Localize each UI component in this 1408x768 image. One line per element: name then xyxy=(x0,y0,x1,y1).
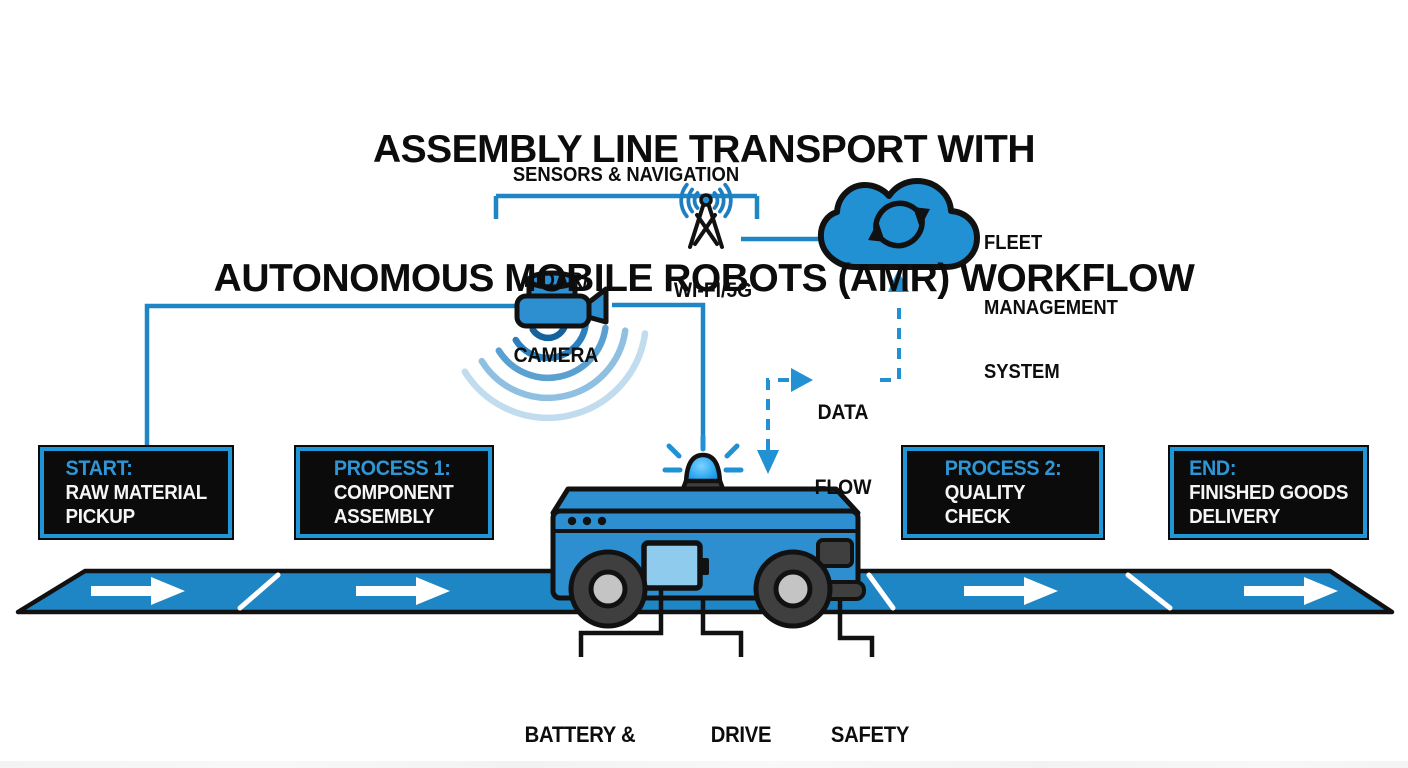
battery-icon xyxy=(641,540,709,591)
camera-to-start-line xyxy=(144,303,517,446)
station-heading: PROCESS 1: xyxy=(334,457,451,480)
drive-motor-label: DRIVE MOTOR xyxy=(710,722,772,747)
station-process1: PROCESS 1: COMPONENT ASSEMBLY xyxy=(296,447,492,538)
lidar-camera-icon xyxy=(461,270,649,422)
sensors-navigation-label: SENSORS & NAVIGATION xyxy=(512,164,740,186)
lidar-camera-label: LIDAR/ CAMERA xyxy=(513,269,599,367)
data-flow-lines xyxy=(766,300,901,450)
safety-stop-label: SAFETY STOP xyxy=(830,722,910,747)
fleet-management-label: FLEET MANAGEMENT SYSTEM xyxy=(984,232,1118,383)
wheel-icon xyxy=(568,549,833,629)
cloud-sync-icon xyxy=(817,178,980,270)
rear-sensor xyxy=(816,538,854,568)
title-line-1: ASSEMBLY LINE TRANSPORT WITH xyxy=(372,128,1036,171)
sensors-bracket xyxy=(493,193,760,219)
connector-lines xyxy=(144,193,823,449)
part-leader-lines xyxy=(578,586,875,657)
sensor-wave-icon xyxy=(461,319,649,422)
bottom-artifact-strip xyxy=(0,761,1408,768)
wifi-5g-label: WI-FI/5G xyxy=(673,279,753,302)
battery-charging-label: BATTERY & CHARGING xyxy=(524,722,636,747)
camera-to-robot-line xyxy=(612,302,706,449)
station-end: END: FINISHED GOODS DELIVERY xyxy=(1170,447,1367,538)
station-start: START: RAW MATERIAL PICKUP xyxy=(40,447,232,538)
station-heading: START: xyxy=(65,457,133,480)
station-heading: PROCESS 2: xyxy=(944,457,1062,480)
station-heading: END: xyxy=(1188,457,1237,480)
title-line-2: AUTONOMOUS MOBILE ROBOTS (AMR) WORKFLOW xyxy=(213,257,1195,300)
data-flow-label: DATA FLOW xyxy=(814,401,872,499)
amr-robot xyxy=(550,434,866,629)
lane-divider xyxy=(237,572,1173,611)
wifi-antenna-icon xyxy=(679,182,733,249)
conveyor-arrow-icon xyxy=(91,577,1338,605)
data-flow-arrow-icon xyxy=(757,270,909,474)
page-title: ASSEMBLY LINE TRANSPORT WITH AUTONOMOUS … xyxy=(0,42,1408,386)
station-process2: PROCESS 2: QUALITY CHECK xyxy=(903,447,1103,538)
